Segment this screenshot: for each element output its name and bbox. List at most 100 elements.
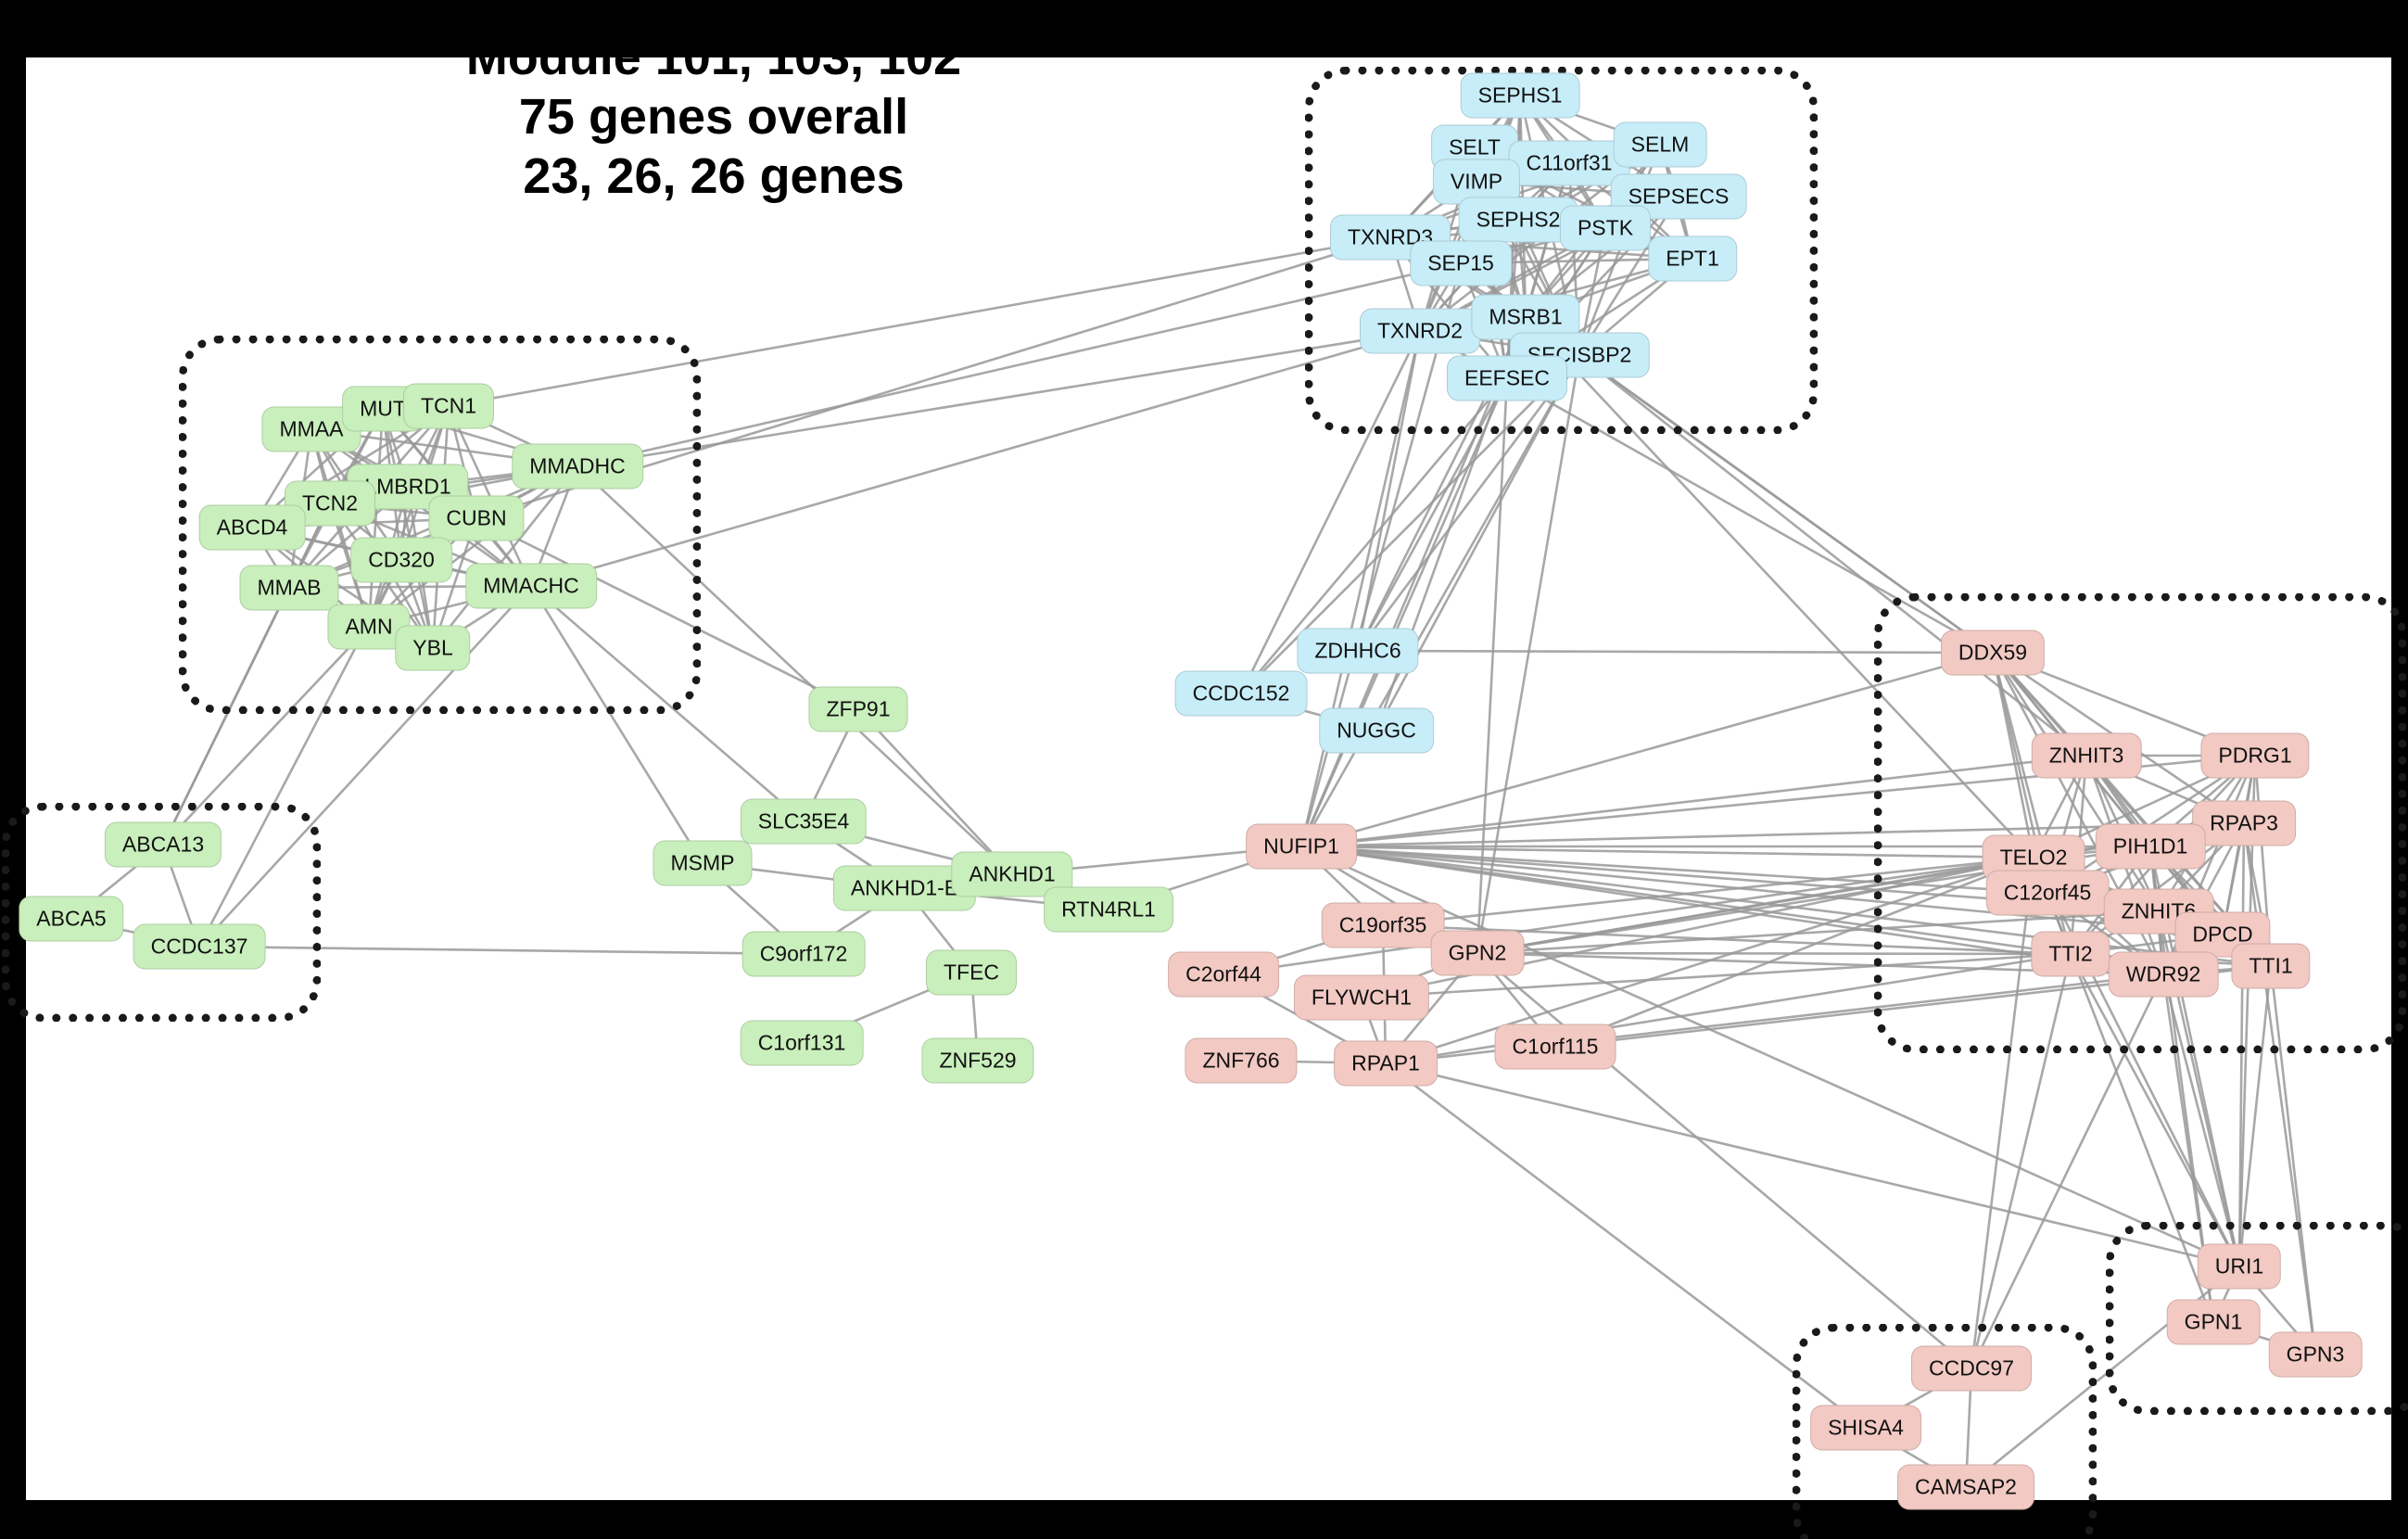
gene-node-NUFIP1[interactable]: NUFIP1 xyxy=(1246,823,1357,870)
edge-RPAP1-TELO2 xyxy=(1385,856,2034,1065)
gene-node-FLYWCH1[interactable]: FLYWCH1 xyxy=(1293,974,1430,1021)
edge-CCDC97-TELO2 xyxy=(1970,857,2035,1369)
gene-node-CCDC97[interactable]: CCDC97 xyxy=(1910,1345,2033,1392)
edge-CCDC137-MMACHC xyxy=(198,585,532,948)
cluster-box-b12-green xyxy=(179,336,701,714)
gene-node-CCDC137[interactable]: CCDC137 xyxy=(133,923,266,970)
edge-TTI1-URI1 xyxy=(2237,965,2273,1267)
edge-CUBN-ZFP91 xyxy=(475,516,859,711)
gene-node-DDX59[interactable]: DDX59 xyxy=(1940,630,2046,676)
gene-node-PIH1D1[interactable]: PIH1D1 xyxy=(2095,823,2206,870)
gene-node-MMAB[interactable]: MMAB xyxy=(239,565,339,611)
gene-node-C1orf131[interactable]: C1orf131 xyxy=(740,1020,864,1066)
edge-MUT-AMN xyxy=(367,408,385,628)
gene-node-SELM[interactable]: SELM xyxy=(1613,121,1707,168)
edge-WDR92-URI1 xyxy=(2161,973,2241,1267)
edge-MMADHC-ANKHD1 xyxy=(577,465,1013,875)
edge-ABCA13-TCN2 xyxy=(161,502,332,846)
gene-node-C2orf44[interactable]: C2orf44 xyxy=(1168,951,1279,998)
gene-node-SEPHS1[interactable]: SEPHS1 xyxy=(1460,72,1580,119)
gene-node-CCDC152[interactable]: CCDC152 xyxy=(1174,670,1308,717)
gene-node-CUBN[interactable]: CUBN xyxy=(428,495,525,541)
gene-node-YBL[interactable]: YBL xyxy=(395,625,471,671)
edge-MUT-YBL xyxy=(381,408,435,649)
gene-node-URI1[interactable]: URI1 xyxy=(2197,1243,2282,1290)
edge-SECISBP2-GPN2 xyxy=(1476,354,1581,954)
gene-node-SHISA4[interactable]: SHISA4 xyxy=(1810,1405,1921,1451)
gene-node-RTN4RL1[interactable]: RTN4RL1 xyxy=(1044,886,1173,933)
gene-node-RPAP1[interactable]: RPAP1 xyxy=(1334,1040,1438,1087)
edge-CCDC137-C9orf172 xyxy=(198,945,805,956)
edge-TTI1-GPN3 xyxy=(2269,965,2317,1355)
gene-node-ABCD4[interactable]: ABCD4 xyxy=(198,504,306,551)
edge-MSRB1-NUFIP1 xyxy=(1299,316,1527,847)
gene-node-C1orf115[interactable]: C1orf115 xyxy=(1494,1024,1616,1070)
gene-node-EEFSEC[interactable]: EEFSEC xyxy=(1446,355,1568,401)
gene-node-TCN1[interactable]: TCN1 xyxy=(402,383,495,429)
gene-node-SLC35E4[interactable]: SLC35E4 xyxy=(740,798,868,845)
gene-node-GPN1[interactable]: GPN1 xyxy=(2166,1299,2261,1345)
gene-node-EPT1[interactable]: EPT1 xyxy=(1648,235,1737,282)
frame-top xyxy=(0,0,2408,57)
edge-RPAP1-URI1 xyxy=(1385,1062,2240,1268)
edge-NUFIP1-DPCD xyxy=(1300,845,2224,936)
cluster-box-abca-green xyxy=(2,803,321,1022)
gene-node-C12orf45[interactable]: C12orf45 xyxy=(1985,870,2110,916)
gene-node-TTI1[interactable]: TTI1 xyxy=(2231,943,2311,989)
gene-node-MMADHC[interactable]: MMADHC xyxy=(512,443,643,490)
gene-node-MSRB1[interactable]: MSRB1 xyxy=(1471,294,1580,340)
gene-node-ZNF529[interactable]: ZNF529 xyxy=(921,1037,1034,1084)
gene-node-NUGGC[interactable]: NUGGC xyxy=(1319,707,1434,754)
gene-node-C11orf31[interactable]: C11orf31 xyxy=(1508,140,1630,186)
edge-TELO2-URI1 xyxy=(2032,857,2241,1267)
gene-node-ZNHIT3[interactable]: ZNHIT3 xyxy=(2031,732,2142,779)
edge-MMADHC-SEP15 xyxy=(577,261,1462,468)
edge-RPAP1-SHISA4 xyxy=(1385,1062,1867,1430)
edge-ZDHHC6-EEFSEC xyxy=(1356,377,1509,652)
edge-C19orf35-TELO2 xyxy=(1382,856,2034,927)
edge-TXNRD2-NUFIP1 xyxy=(1299,330,1422,847)
gene-node-SEPHS2[interactable]: SEPHS2 xyxy=(1458,197,1578,243)
edge-MMADHC-AMN xyxy=(368,464,578,629)
gene-node-ZDHHC6[interactable]: ZDHHC6 xyxy=(1297,628,1419,674)
edge-FLYWCH1-TTI2 xyxy=(1361,952,2072,999)
edge-TCN1-TXNRD3 xyxy=(448,235,1391,408)
edge-GPN2-CCDC97 xyxy=(1476,952,1972,1369)
edge-CCDC97-TTI2 xyxy=(1970,953,2072,1369)
cluster-box-ccdc97-pink xyxy=(1793,1324,2097,1539)
gene-node-ABCA13[interactable]: ABCA13 xyxy=(104,821,222,868)
gene-node-PDRG1[interactable]: PDRG1 xyxy=(2200,732,2310,779)
gene-node-AMN[interactable]: AMN xyxy=(327,604,411,650)
cluster-box-r2tp-pink xyxy=(1874,593,2406,1053)
gene-node-VIMP[interactable]: VIMP xyxy=(1432,159,1521,205)
gene-node-TTI2[interactable]: TTI2 xyxy=(2031,931,2110,977)
gene-node-GPN2[interactable]: GPN2 xyxy=(1430,930,1525,976)
gene-node-SEP15[interactable]: SEP15 xyxy=(1410,240,1512,286)
edge-NUFIP1-RPAP3 xyxy=(1300,821,2245,848)
gene-node-MMACHC[interactable]: MMACHC xyxy=(465,563,597,609)
gene-node-RPAP3[interactable]: RPAP3 xyxy=(2192,800,2296,846)
gene-node-C9orf172[interactable]: C9orf172 xyxy=(741,931,866,977)
gene-node-ABCA5[interactable]: ABCA5 xyxy=(19,896,124,942)
edge-ZDHHC6-DDX59 xyxy=(1357,649,1994,655)
gene-node-GPN3[interactable]: GPN3 xyxy=(2268,1331,2363,1378)
gene-node-CD320[interactable]: CD320 xyxy=(350,537,452,583)
gene-node-ZNF766[interactable]: ZNF766 xyxy=(1185,1037,1298,1084)
edge-C19orf35-TTI2 xyxy=(1382,923,2072,956)
gene-node-ZFP91[interactable]: ZFP91 xyxy=(808,686,908,732)
title-line-counts: 23, 26, 26 genes xyxy=(523,148,905,204)
gene-node-TXNRD2[interactable]: TXNRD2 xyxy=(1359,308,1481,354)
edge-TTI2-URI1 xyxy=(2069,953,2241,1267)
gene-node-C19orf35[interactable]: C19orf35 xyxy=(1321,902,1445,948)
edge-CCDC97-WDR92 xyxy=(1970,973,2165,1369)
gene-node-MSMP[interactable]: MSMP xyxy=(653,840,753,886)
edge-C1orf115-TELO2 xyxy=(1554,856,2034,1049)
gene-node-PSTK[interactable]: PSTK xyxy=(1559,205,1652,251)
cluster-box-gpn-pink xyxy=(2106,1222,2408,1415)
edge-GPN2-ZNHIT6 xyxy=(1476,909,2160,955)
edge-NUFIP1-TELO2 xyxy=(1300,845,2034,859)
gene-node-WDR92[interactable]: WDR92 xyxy=(2108,951,2219,998)
gene-node-TFEC[interactable]: TFEC xyxy=(925,949,1018,996)
gene-node-CAMSAP2[interactable]: CAMSAP2 xyxy=(1897,1464,2034,1510)
